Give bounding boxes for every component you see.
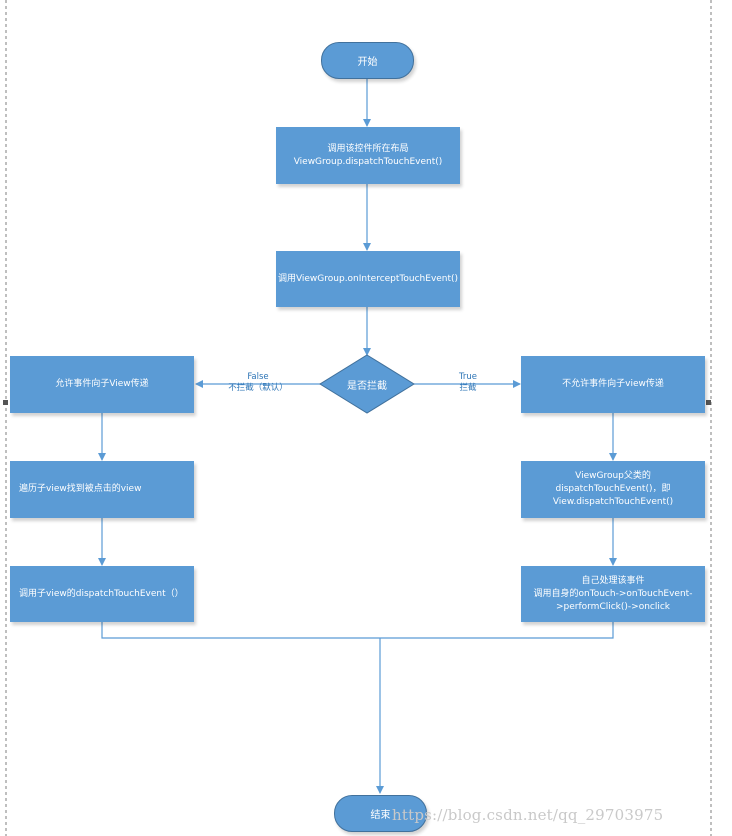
- false-step-find-child: 遍历子view找到被点击的view: [10, 461, 194, 518]
- false-edge-label: False 不拦截（默认）: [212, 372, 304, 394]
- end-terminal: 结束: [334, 795, 427, 832]
- page-margin-mark-left: [3, 400, 8, 405]
- true-label-en: True: [458, 372, 478, 382]
- false-step3-text: 调用子view的dispatchTouchEvent（）: [19, 588, 184, 599]
- true-step2-line3: View.dispatchTouchEvent(): [552, 497, 674, 507]
- true-step2-line2: dispatchTouchEvent()，即: [555, 484, 671, 494]
- step2-text: 调用ViewGroup.onInterceptTouchEvent(): [277, 273, 459, 284]
- false-label-cn: 不拦截（默认）: [228, 383, 288, 393]
- true-edge-label: True 拦截: [448, 372, 488, 394]
- step-dispatch-touch-event: 调用该控件所在布局 ViewGroup.dispatchTouchEvent(): [276, 127, 460, 184]
- decision-diamond: [319, 354, 415, 414]
- edge-merge-left: [101, 622, 380, 639]
- true-step1-text: 不允许事件向子view传递: [562, 379, 664, 389]
- step-dispatch-text: 调用该控件所在布局 ViewGroup.dispatchTouchEvent(): [294, 143, 443, 169]
- true-step-parent-dispatch: ViewGroup父类的 dispatchTouchEvent()，即 View…: [521, 461, 705, 518]
- true-step3-line1: 自己处理该事件: [581, 575, 645, 586]
- page-margin-mark-right: [706, 400, 711, 405]
- false-step2-text: 遍历子view找到被点击的view: [19, 484, 142, 494]
- decision-label: 是否拦截: [347, 380, 387, 392]
- watermark: https://blog.csdn.net/qq_29703975: [392, 806, 664, 824]
- false-step-allow-pass: 允许事件向子View传递: [10, 356, 194, 413]
- step1-line1: 调用该控件所在布局: [327, 143, 409, 154]
- true-step3-line3: >performClick()->onclick: [555, 601, 671, 612]
- false-step1-text: 允许事件向子View传递: [55, 379, 149, 389]
- edge-merge-right: [380, 622, 614, 639]
- step1-line2: ViewGroup.dispatchTouchEvent(): [293, 156, 443, 167]
- true-label-cn: 拦截: [459, 383, 477, 393]
- true-step2-text: ViewGroup父类的 dispatchTouchEvent()，即 View…: [553, 470, 673, 509]
- true-step3-line2: 调用自身的onTouch->onTouchEvent-: [533, 588, 693, 599]
- start-terminal: 开始: [321, 42, 414, 79]
- step-intercept-touch-event: 调用ViewGroup.onInterceptTouchEvent(): [276, 251, 460, 307]
- false-label-en: False: [247, 372, 269, 382]
- true-step2-line1: ViewGroup父类的: [575, 471, 651, 481]
- true-step-self-handle: 自己处理该事件 调用自身的onTouch->onTouchEvent- >per…: [521, 566, 705, 622]
- true-step3-text: 自己处理该事件 调用自身的onTouch->onTouchEvent- >per…: [534, 575, 693, 614]
- true-step-deny-pass: 不允许事件向子view传递: [521, 356, 705, 413]
- false-step-child-dispatch: 调用子view的dispatchTouchEvent（）: [10, 566, 194, 622]
